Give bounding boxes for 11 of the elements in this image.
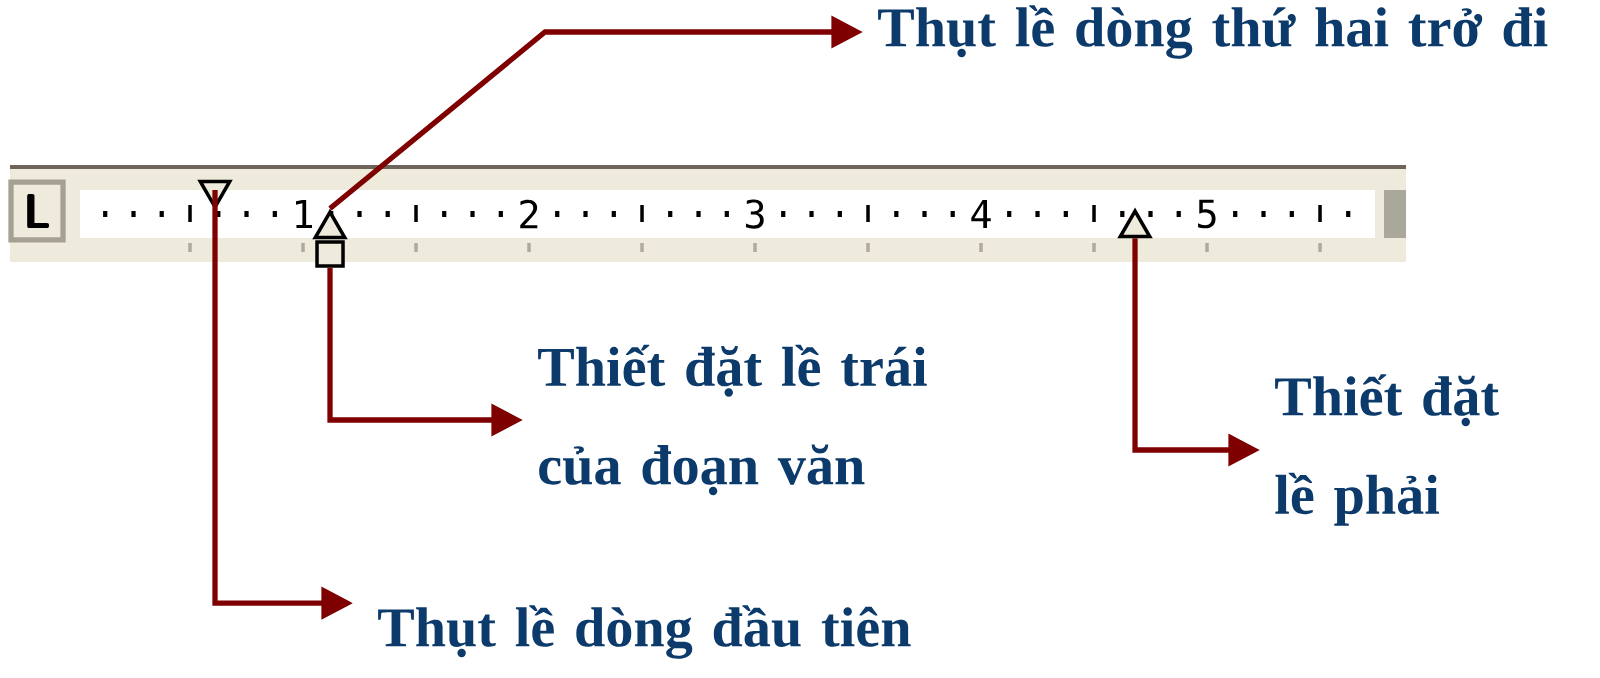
indent-marker xyxy=(315,240,345,268)
callout-text: Thụt lề dòng thứ hai trở đi xyxy=(878,5,1548,59)
callout-text: Thiết đặt lề phải xyxy=(1275,374,1499,526)
ruler-number: 1 xyxy=(296,199,312,229)
ruler-number: 2 xyxy=(520,199,538,229)
tab-button: L xyxy=(8,179,66,243)
callout-text: Thiết đặt lề trái của đoạn văn xyxy=(538,344,927,496)
ruler-number: 4 xyxy=(971,199,991,229)
ruler-number: 5 xyxy=(1198,199,1216,229)
ruler-number: 3 xyxy=(745,199,764,229)
callout-text: Thụt lề dòng đầu tiên xyxy=(378,605,911,659)
